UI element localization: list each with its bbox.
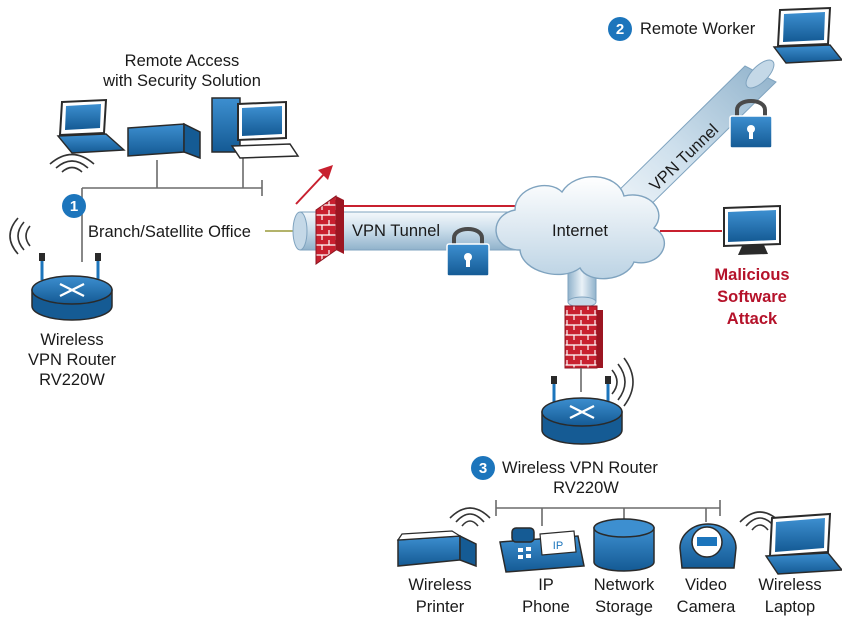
remote-worker-label: Remote Worker (640, 20, 756, 38)
device-label-storage-line2: Storage (595, 598, 653, 616)
router-left-line3: RV220W (39, 371, 105, 389)
vpn-tunnel-main-label: VPN Tunnel (352, 222, 440, 240)
router-bottom-icon (541, 357, 634, 445)
device-label-phone-line2: Phone (522, 598, 570, 616)
badge-1-number: 1 (70, 198, 78, 215)
laptop-remote-icon (772, 6, 842, 64)
phone-screen-text: IP (553, 540, 563, 552)
ip-phone-icon (499, 527, 585, 573)
remote-access-title-line1: Remote Access (125, 52, 240, 70)
badge-3-number: 3 (479, 460, 487, 477)
padlock-main-icon (446, 227, 490, 277)
device-label-phone-line1: IP (538, 576, 554, 594)
device-label-camera-line2: Camera (677, 598, 737, 616)
device-label-laptop-line2: Laptop (765, 598, 815, 616)
desktop-pc-icon (211, 97, 300, 159)
wireless-waves-branch-icon (49, 153, 95, 173)
attack-arrow-head (318, 165, 333, 180)
malicious-line1: Malicious (714, 266, 789, 284)
laptop-branch-icon (56, 98, 126, 154)
monitor-attack-icon (723, 204, 781, 255)
padlock-remote-icon (729, 99, 773, 149)
router-left-icon (9, 217, 113, 321)
firewall-bottom (564, 305, 603, 369)
internet-label: Internet (552, 222, 608, 240)
badge-1-icon (62, 194, 86, 218)
branch-modem-icon (127, 122, 201, 160)
badge-2-icon (608, 17, 632, 41)
firewall-main (315, 195, 344, 265)
branch-office-label: Branch/Satellite Office (88, 223, 251, 241)
wireless-laptop-icon (739, 511, 842, 575)
router-bottom-line2: RV220W (553, 479, 619, 497)
device-label-laptop-line1: Wireless (758, 576, 821, 594)
router-left-line2: VPN Router (28, 351, 117, 369)
malicious-line2: Software (717, 288, 787, 306)
badge-3-icon (471, 456, 495, 480)
device-label-storage-line1: Network (594, 576, 655, 594)
device-label-printer-line2: Printer (416, 598, 465, 616)
internet-cloud (495, 176, 665, 280)
bottom-lan-lines (495, 500, 721, 526)
malicious-line3: Attack (727, 310, 778, 328)
device-label-camera-line1: Video (685, 576, 727, 594)
network-storage-icon (593, 518, 655, 572)
wireless-printer-icon (396, 507, 491, 568)
remote-access-title-line2: with Security Solution (102, 72, 261, 90)
attack-lines (295, 171, 722, 232)
device-label-printer-line1: Wireless (408, 576, 471, 594)
branch-lan-lines (81, 158, 300, 262)
router-bottom-line1: Wireless VPN Router (502, 459, 658, 477)
badge-2-number: 2 (616, 21, 624, 38)
router-left-line1: Wireless (40, 331, 103, 349)
video-camera-icon (679, 523, 737, 569)
